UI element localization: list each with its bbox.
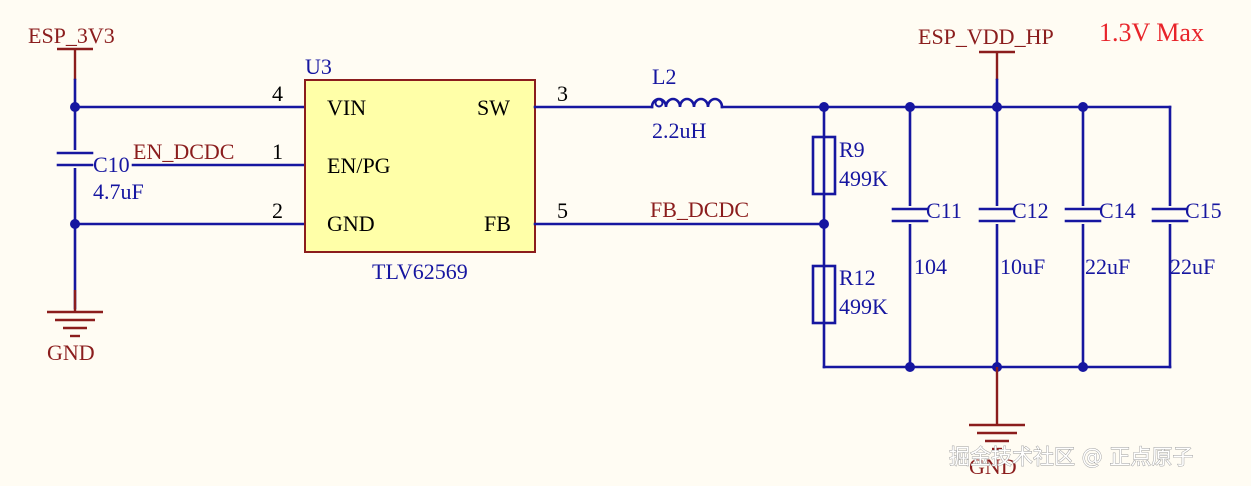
voltage-limit-note: 1.3V Max [1099,18,1204,47]
pin-name-en: EN/PG [327,153,391,178]
value-c10: 4.7uF [93,179,144,204]
net-label-en-dcdc: EN_DCDC [133,139,234,164]
designator-c11: C11 [926,198,962,223]
ground-symbol-left: GND [47,290,103,365]
pin-number-gnd: 2 [272,198,283,223]
designator-r9: R9 [839,137,865,162]
pin-number-en: 1 [272,139,283,164]
net-label-gnd-left: GND [47,340,95,365]
resistor-r12: R12 499K [811,264,888,325]
value-c12: 10uF [1000,254,1045,279]
junction-dot [819,102,829,112]
ic-part-number: TLV62569 [372,259,468,284]
value-r9: 499K [839,166,888,191]
designator-c15: C15 [1185,198,1222,223]
junction-dot [905,362,915,372]
pin-name-gnd: GND [327,211,375,236]
ic-u3: U3 4 1 2 3 5 VIN EN/PG GND SW FB TLV6256… [272,54,568,284]
junction-dot [70,219,80,229]
capacitor-c10: C10 4.7uF [56,150,144,204]
value-l2: 2.2uH [652,118,707,143]
ic-designator: U3 [305,54,332,79]
net-label-fb-dcdc: FB_DCDC [650,197,749,222]
net-label-esp-vdd-hp: ESP_VDD_HP [918,24,1054,49]
pin-number-fb: 5 [557,198,568,223]
value-c11: 104 [914,254,947,279]
value-c14: 22uF [1085,254,1130,279]
junction-dot [1078,362,1088,372]
pin-name-fb: FB [484,211,511,236]
capacitor-c15: C15 22uF [1151,198,1222,279]
junction-dot [70,102,80,112]
ground-symbol-right: GND [969,367,1025,479]
power-port-esp-vdd-hp: ESP_VDD_HP [918,24,1054,109]
resistor-r9: R9 499K [811,135,888,196]
value-r12: 499K [839,294,888,319]
junction-dot [819,219,829,229]
capacitor-c11: C11 104 [891,198,962,279]
net-label-esp-3v3: ESP_3V3 [28,23,115,48]
pin-number-vin: 4 [272,81,283,106]
inductor-l2: L2 2.2uH [650,64,724,143]
capacitor-c12: C12 10uF [978,198,1049,279]
designator-c14: C14 [1099,198,1136,223]
watermark: 掘金技术社区 @ 正点原子 [949,445,1193,469]
net-label-gnd-right: GND [969,454,1017,479]
pin-name-vin: VIN [327,95,366,120]
ic-body [304,79,536,253]
designator-r12: R12 [839,265,876,290]
power-port-esp-3v3: ESP_3V3 [28,23,115,80]
junction-dot [905,102,915,112]
junction-dot [1078,102,1088,112]
capacitor-c14: C14 22uF [1064,198,1136,279]
designator-c10: C10 [93,152,130,177]
designator-l2: L2 [652,64,676,89]
pin-number-sw: 3 [557,81,568,106]
designator-c12: C12 [1012,198,1049,223]
value-c15: 22uF [1170,254,1215,279]
pin-name-sw: SW [477,95,510,120]
